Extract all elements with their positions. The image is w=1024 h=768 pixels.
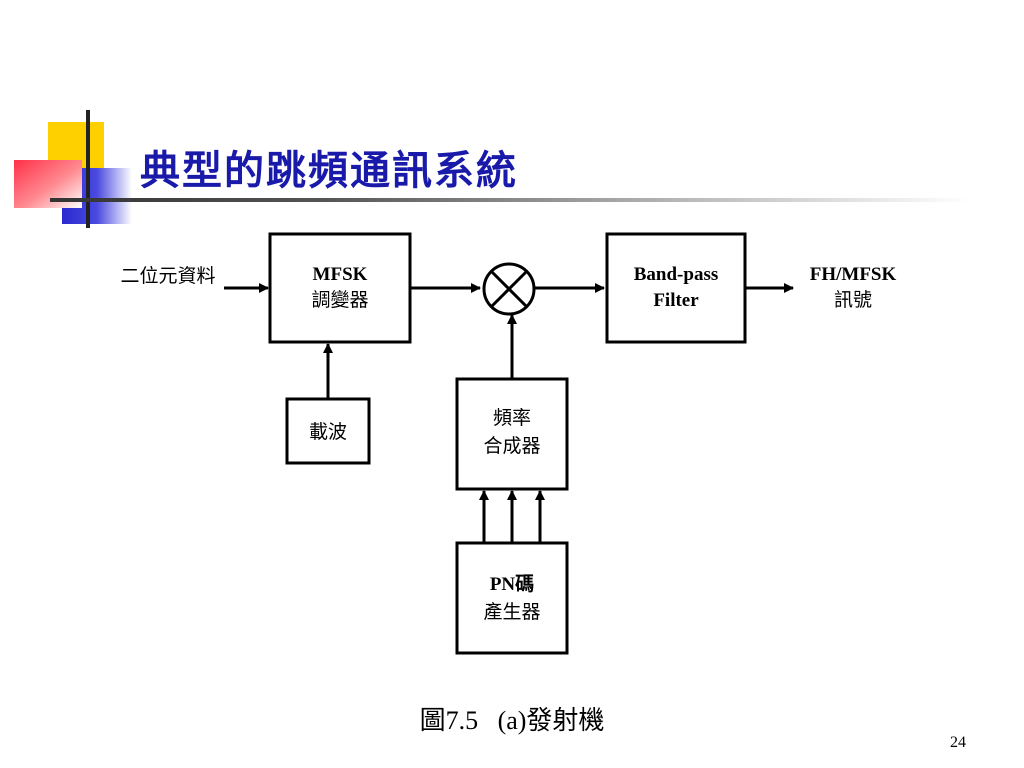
synthesizer-box	[455, 377, 569, 491]
synthesizer-label-2: 合成器	[483, 435, 540, 457]
deco-vertical-line	[86, 110, 90, 228]
synthesizer-label-1: 頻率	[493, 407, 531, 429]
page-number: 24	[950, 734, 966, 751]
output-label-1: FH/MFSK	[810, 264, 897, 285]
bandpass-filter-label-2: Filter	[653, 290, 699, 311]
pn-generator-box	[455, 541, 569, 655]
input-label: 二位元資料	[120, 265, 215, 287]
title-underline	[50, 198, 970, 202]
carrier-label: 載波	[309, 421, 347, 443]
output-label-2: 訊號	[834, 289, 872, 311]
mfsk-modulator-label-1: MFSK	[313, 264, 368, 285]
bandpass-filter-label-1: Band-pass	[634, 264, 719, 285]
bandpass-filter-box	[605, 232, 747, 344]
mfsk-modulator-label-2: 調變器	[311, 289, 368, 311]
slide-title: 典型的跳頻通訊系統	[140, 147, 518, 194]
mixer-symbol	[482, 262, 536, 316]
pn-generator-label-2: 產生器	[483, 601, 540, 623]
mfsk-modulator-box	[268, 232, 412, 344]
figure-caption: 圖7.5 (a)發射機	[419, 706, 605, 735]
carrier-box	[285, 397, 371, 465]
pn-generator-label-1: PN碼	[490, 573, 534, 595]
